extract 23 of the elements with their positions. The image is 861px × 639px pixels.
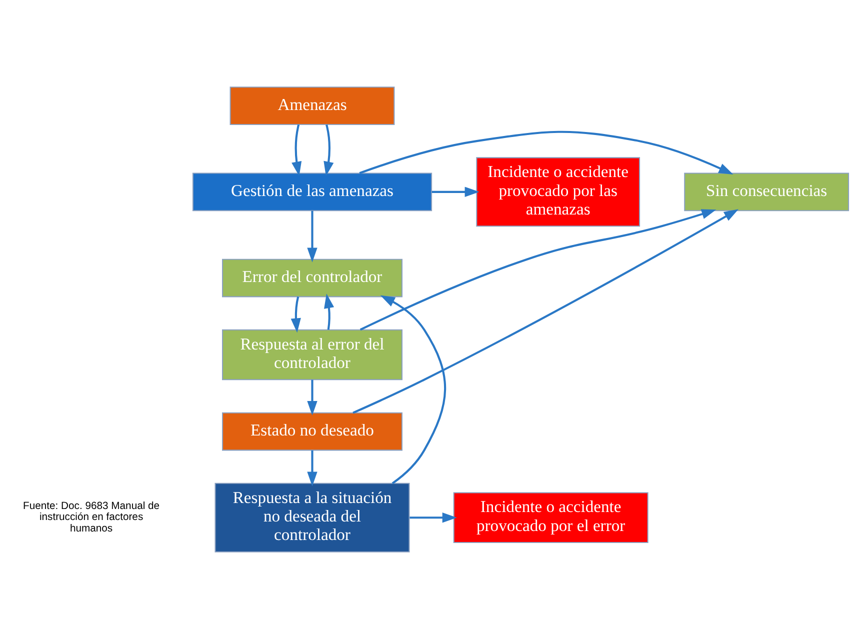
node-box: Amenazas (230, 86, 395, 125)
arrow (410, 512, 457, 523)
node-box: Gestión de las amenazas (192, 172, 432, 212)
arrow (307, 450, 318, 486)
arrow (292, 124, 302, 176)
node-box: Estado no deseado (222, 412, 402, 451)
arrow (352, 209, 739, 414)
arrow (307, 380, 318, 416)
node-box: Sin consecuencias (684, 172, 850, 212)
node-box: Incidente o accidente provocado por las amenazas (476, 157, 640, 227)
label: Fuente: Doc. 9683 Manual de instrucción en factores humanos (23, 500, 160, 535)
arrow (324, 294, 334, 330)
arrow (324, 124, 334, 176)
arrow (307, 210, 318, 262)
arrow (290, 296, 301, 333)
arrow (360, 209, 716, 331)
node-box: Respuesta a la situación no deseada del controlador (214, 482, 410, 552)
arrow (432, 186, 480, 197)
node-box: Error del controlador (222, 258, 402, 298)
arrow (380, 295, 446, 484)
node-box: Incidente o accidente provocado por el error (453, 492, 648, 544)
arrow (359, 130, 734, 174)
node-box: Respuesta al error del controlador (222, 329, 402, 380)
